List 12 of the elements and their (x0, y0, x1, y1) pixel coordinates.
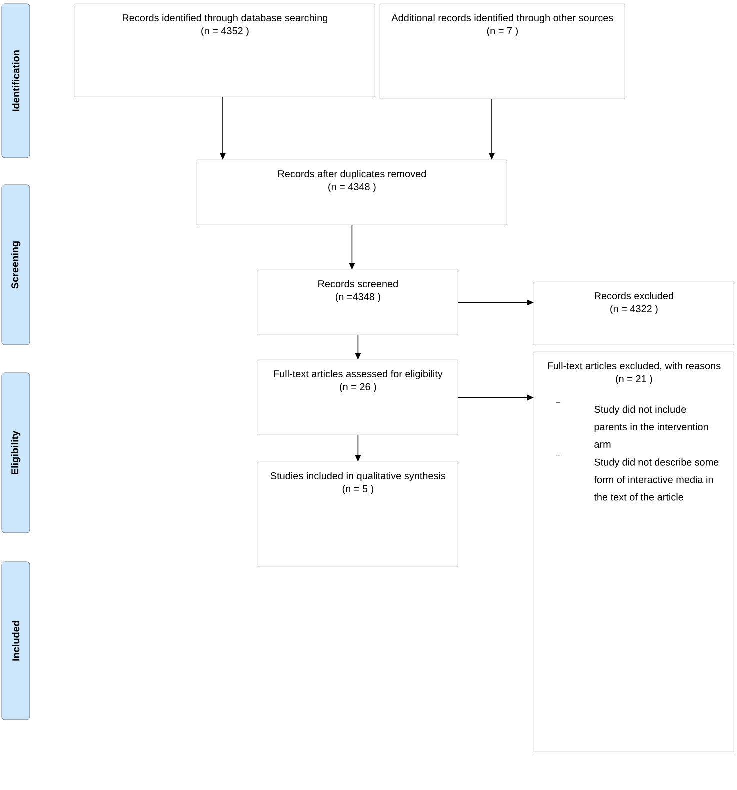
process-box: Full-text articles assessed for eligibility (n = 26 ) (258, 360, 458, 436)
phase-band: Included (2, 562, 30, 720)
process-box: Records identified through database searching (n = 4352 ) (75, 4, 376, 98)
process-box: Records screened (n =4348 ) (258, 270, 458, 336)
process-box: Studies included in qualitative synthesis (n = 5 ) (258, 462, 458, 568)
phase-band: Identification (2, 4, 30, 158)
phase-band: Eligibility (2, 372, 30, 534)
phase-band: Screening (2, 184, 30, 346)
process-box: Records excluded (n = 4322 ) (534, 282, 734, 346)
process-box: Full-text articles excluded, with reasons (n = 21 ) Study did not include parents in the intervention arm Study did not describe some form of interactive media in the text of the article (534, 352, 734, 752)
process-box: Additional records identified through other sources (n = 7 ) (380, 4, 626, 100)
process-box: Records after duplicates removed (n = 4348 ) (197, 160, 508, 226)
